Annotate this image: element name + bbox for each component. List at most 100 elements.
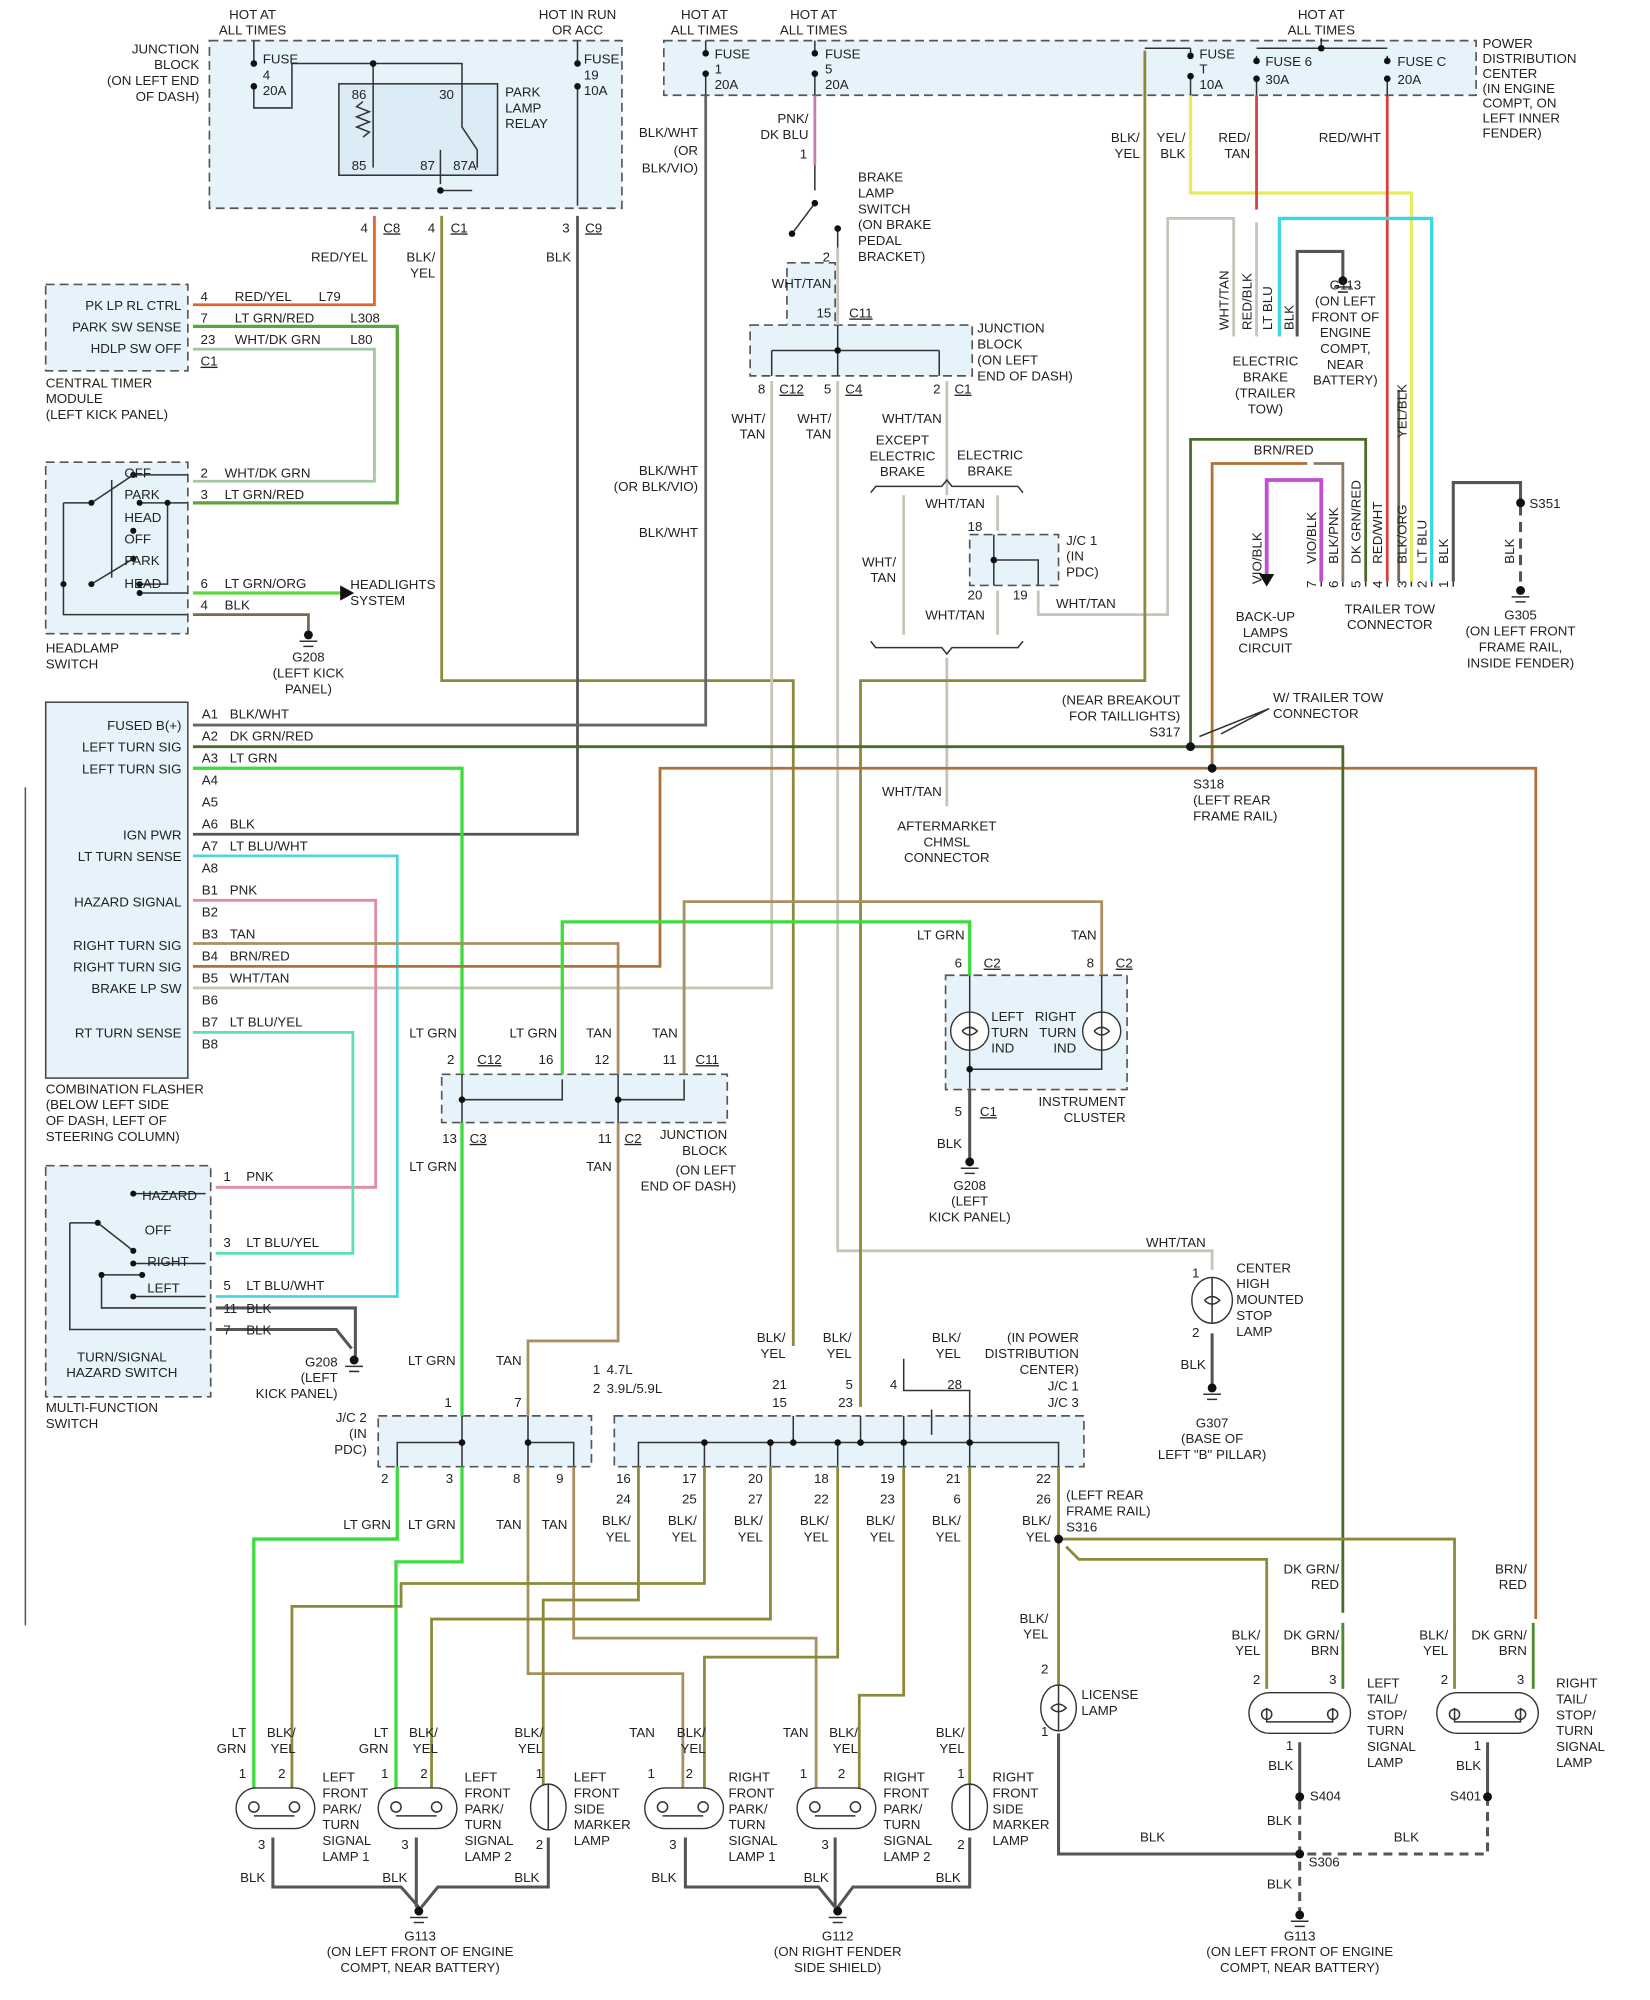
label-cluster-g208-0: G208 <box>953 1178 986 1193</box>
label-splices-s317-2: S317 <box>1149 725 1180 740</box>
label-jc13-label-2: CENTER) <box>1020 1362 1079 1377</box>
label-flasher-pins-13-pin: B6 <box>202 992 218 1007</box>
label-front_lamps-3-label-5: LAMP 1 <box>729 1849 776 1864</box>
label-trailer_tow-label-0: TRAILER TOW <box>1345 601 1436 616</box>
label-headlamp_switch-positions-1: PARK <box>124 487 159 502</box>
label-junction_block_mid-outs-1-pin: 5 <box>824 382 831 397</box>
label-mfs-rows-1-wire: LT BLU/YEL <box>246 1235 319 1250</box>
label-mfs-rows-4-pin: 7 <box>223 1323 230 1338</box>
label-electric_brake-vert-3: BLK <box>1281 305 1296 330</box>
label-jc2-bottom-2-wire: TAN <box>496 1517 522 1532</box>
label-trailer_tow-pins-4-wire: BLK/ORG <box>1394 505 1409 564</box>
label-electric_brake-g113-0: G113 <box>1330 278 1362 293</box>
label-jc13-bottom-2-a: 20 <box>748 1471 763 1486</box>
label-front_lamps-0-label-0: LEFT <box>322 1770 355 1785</box>
label-junction_block_mid-wires-w2-1: TAN <box>806 427 832 442</box>
label-rear-left_tail-w_yel-0: BLK/ <box>1231 1627 1260 1642</box>
label-front_lamps-4-label-3: TURN <box>883 1817 920 1832</box>
label-brake_options-p20: 20 <box>968 587 983 602</box>
label-pdc-hot_c-0: HOT AT <box>1298 7 1345 22</box>
label-rear-license-wire-0: BLK/ <box>1019 1611 1048 1626</box>
label-cluster-c2a-pin: 6 <box>955 956 962 971</box>
label-rear-blk_d: BLK <box>1267 1876 1292 1891</box>
lamp-icon-left-tail <box>1248 1692 1352 1735</box>
label-chmsl-blk: BLK <box>1181 1357 1206 1372</box>
label-headlamp_switch-rows-1-pin: 3 <box>201 487 208 502</box>
label-front_lamps-1-p-0: 1 <box>381 1766 388 1781</box>
label-splices-s317-0: (NEAR BREAKOUT <box>1062 693 1180 708</box>
ground-icon-g112 <box>828 1906 847 1924</box>
label-front_lamps-2-label-3: MARKER <box>574 1817 631 1832</box>
label-rear-left_tail-label-4: SIGNAL <box>1367 1739 1416 1754</box>
label-rear-right_tail-splice: S401 <box>1450 1789 1481 1804</box>
label-headlamp_switch-rows-0-wire: WHT/DK GRN <box>225 465 311 480</box>
label-pdc-label-4: COMPT, ON <box>1482 96 1556 111</box>
label-flasher-pins-5-pin: A6 <box>202 817 218 832</box>
label-pdc-wires-blk_wht-1: (OR <box>674 143 698 158</box>
label-cluster-left-0: LEFT <box>991 1009 1024 1024</box>
label-jc13-jc3: J/C 3 <box>1048 1395 1079 1410</box>
label-jb_lower-top-0-wire: LT GRN <box>409 1025 457 1040</box>
label-front_lamps-1-w1-0: LT <box>374 1725 389 1740</box>
label-mfs-g208-1: (LEFT <box>301 1370 338 1385</box>
wire-blk-yel-16 <box>541 1466 640 1791</box>
label-jc13-s316-2: S316 <box>1066 1519 1097 1534</box>
label-front_lamps-0-w1-1: GRN <box>217 1741 247 1756</box>
wire-tan-jc2-9 <box>572 1466 818 1791</box>
wire-tan-b3 <box>192 942 620 1075</box>
label-jc13-bottom-2-b: 27 <box>748 1491 763 1506</box>
label-cluster-c2a-wire: LT GRN <box>917 928 965 943</box>
label-flasher-functions-1: LEFT TURN SIG <box>82 740 181 755</box>
label-jc13-bottom-3-a: 18 <box>814 1471 829 1486</box>
label-blk_wht_lower-upper-0: BLK/WHT <box>639 463 698 478</box>
label-legend-l1: 4.7L <box>607 1362 633 1377</box>
wire-wht-tan-c12 <box>192 380 774 990</box>
label-junction_block_top-wires-blk_yel-1: YEL <box>410 265 435 280</box>
label-pdc-label-6: FENDER) <box>1482 125 1541 140</box>
label-front_lamps-1-p-2: 3 <box>401 1837 408 1852</box>
label-brake_options-wht_tan_b-0: WHT/ <box>862 554 896 569</box>
label-jc13-top-2-wire-0: BLK/ <box>932 1330 961 1345</box>
label-jc13-top-2-wire-1: YEL <box>936 1346 961 1361</box>
arrow-w-trailer-icon <box>1199 707 1270 738</box>
label-mfs-positions-1: OFF <box>145 1222 172 1237</box>
wire-blk-yel-18 <box>703 1466 840 1791</box>
label-front_lamps-2-label-0: LEFT <box>574 1770 607 1785</box>
label-front_lamps-0-p-2: 3 <box>258 1837 265 1852</box>
label-headlamp_switch-rows-2-wire: LT GRN/ORG <box>225 576 307 591</box>
wire-red-yel <box>192 215 376 307</box>
label-splices-s318-1: (LEFT REAR <box>1193 792 1270 807</box>
label-pdc-fuses-2-name: FUSE <box>1199 46 1235 61</box>
label-trailer_tow-backup-2: CIRCUIT <box>1238 641 1292 656</box>
label-flasher-pins-10-pin: B3 <box>202 926 218 941</box>
label-pdc-wires-blk_wht-0: BLK/WHT <box>639 125 698 140</box>
label-jc13-bottom-0-b: 24 <box>616 1491 631 1506</box>
label-jc2-top-0-pin: 1 <box>444 1395 451 1410</box>
label-pdc-wires-pnk_dk_blu-0: PNK/ <box>777 111 808 126</box>
label-flasher-pins-14-wire: LT BLU/YEL <box>230 1014 303 1029</box>
label-mfs-rows-0-pin: 1 <box>223 1169 230 1184</box>
label-jc13-bottom-1-b: 25 <box>682 1491 697 1506</box>
label-jc13-bottom-5-a: 21 <box>946 1471 961 1486</box>
label-front_lamps-0-w2-0: BLK/ <box>267 1725 296 1740</box>
label-junction_block_mid-outs-0-name: C12 <box>779 382 803 397</box>
label-electric_brake-g113-3: ENGINE <box>1320 325 1371 340</box>
label-jc13-blk-yel-0: BLK/ <box>602 1513 631 1528</box>
label-brake_options-jc1-1: (IN <box>1066 549 1084 564</box>
label-splices-s318-0: S318 <box>1193 777 1224 792</box>
wire-lt-grn-jc2-3 <box>394 1466 464 1791</box>
wire-wht-tan-c4 <box>836 380 1214 1270</box>
label-jb_lower-top-0-name: C12 <box>477 1052 501 1067</box>
label-jc13-blk-yel-s316: BLK/ <box>1022 1513 1051 1528</box>
label-rear-right_tail-p1: 1 <box>1474 1738 1481 1753</box>
label-pdc-wires-pnk_dk_blu-1: DK BLU <box>760 127 808 142</box>
label-front_lamps-3-p-2: 3 <box>669 1837 676 1852</box>
label-brake_options-p18: 18 <box>968 519 983 534</box>
label-junction_block_top-pins-p87a: 87A <box>453 158 477 173</box>
label-headlamp_switch-label-0: HEADLAMP <box>46 641 119 656</box>
label-ctm-rows-2-pin: 23 <box>201 332 216 347</box>
label-front_lamps-3-gnd: BLK <box>651 1870 676 1885</box>
label-junction_block_top-pins-p30: 30 <box>439 87 454 102</box>
label-cluster-left-2: IND <box>991 1041 1014 1056</box>
label-jb_lower-bottom-0-pin: 13 <box>442 1131 457 1146</box>
